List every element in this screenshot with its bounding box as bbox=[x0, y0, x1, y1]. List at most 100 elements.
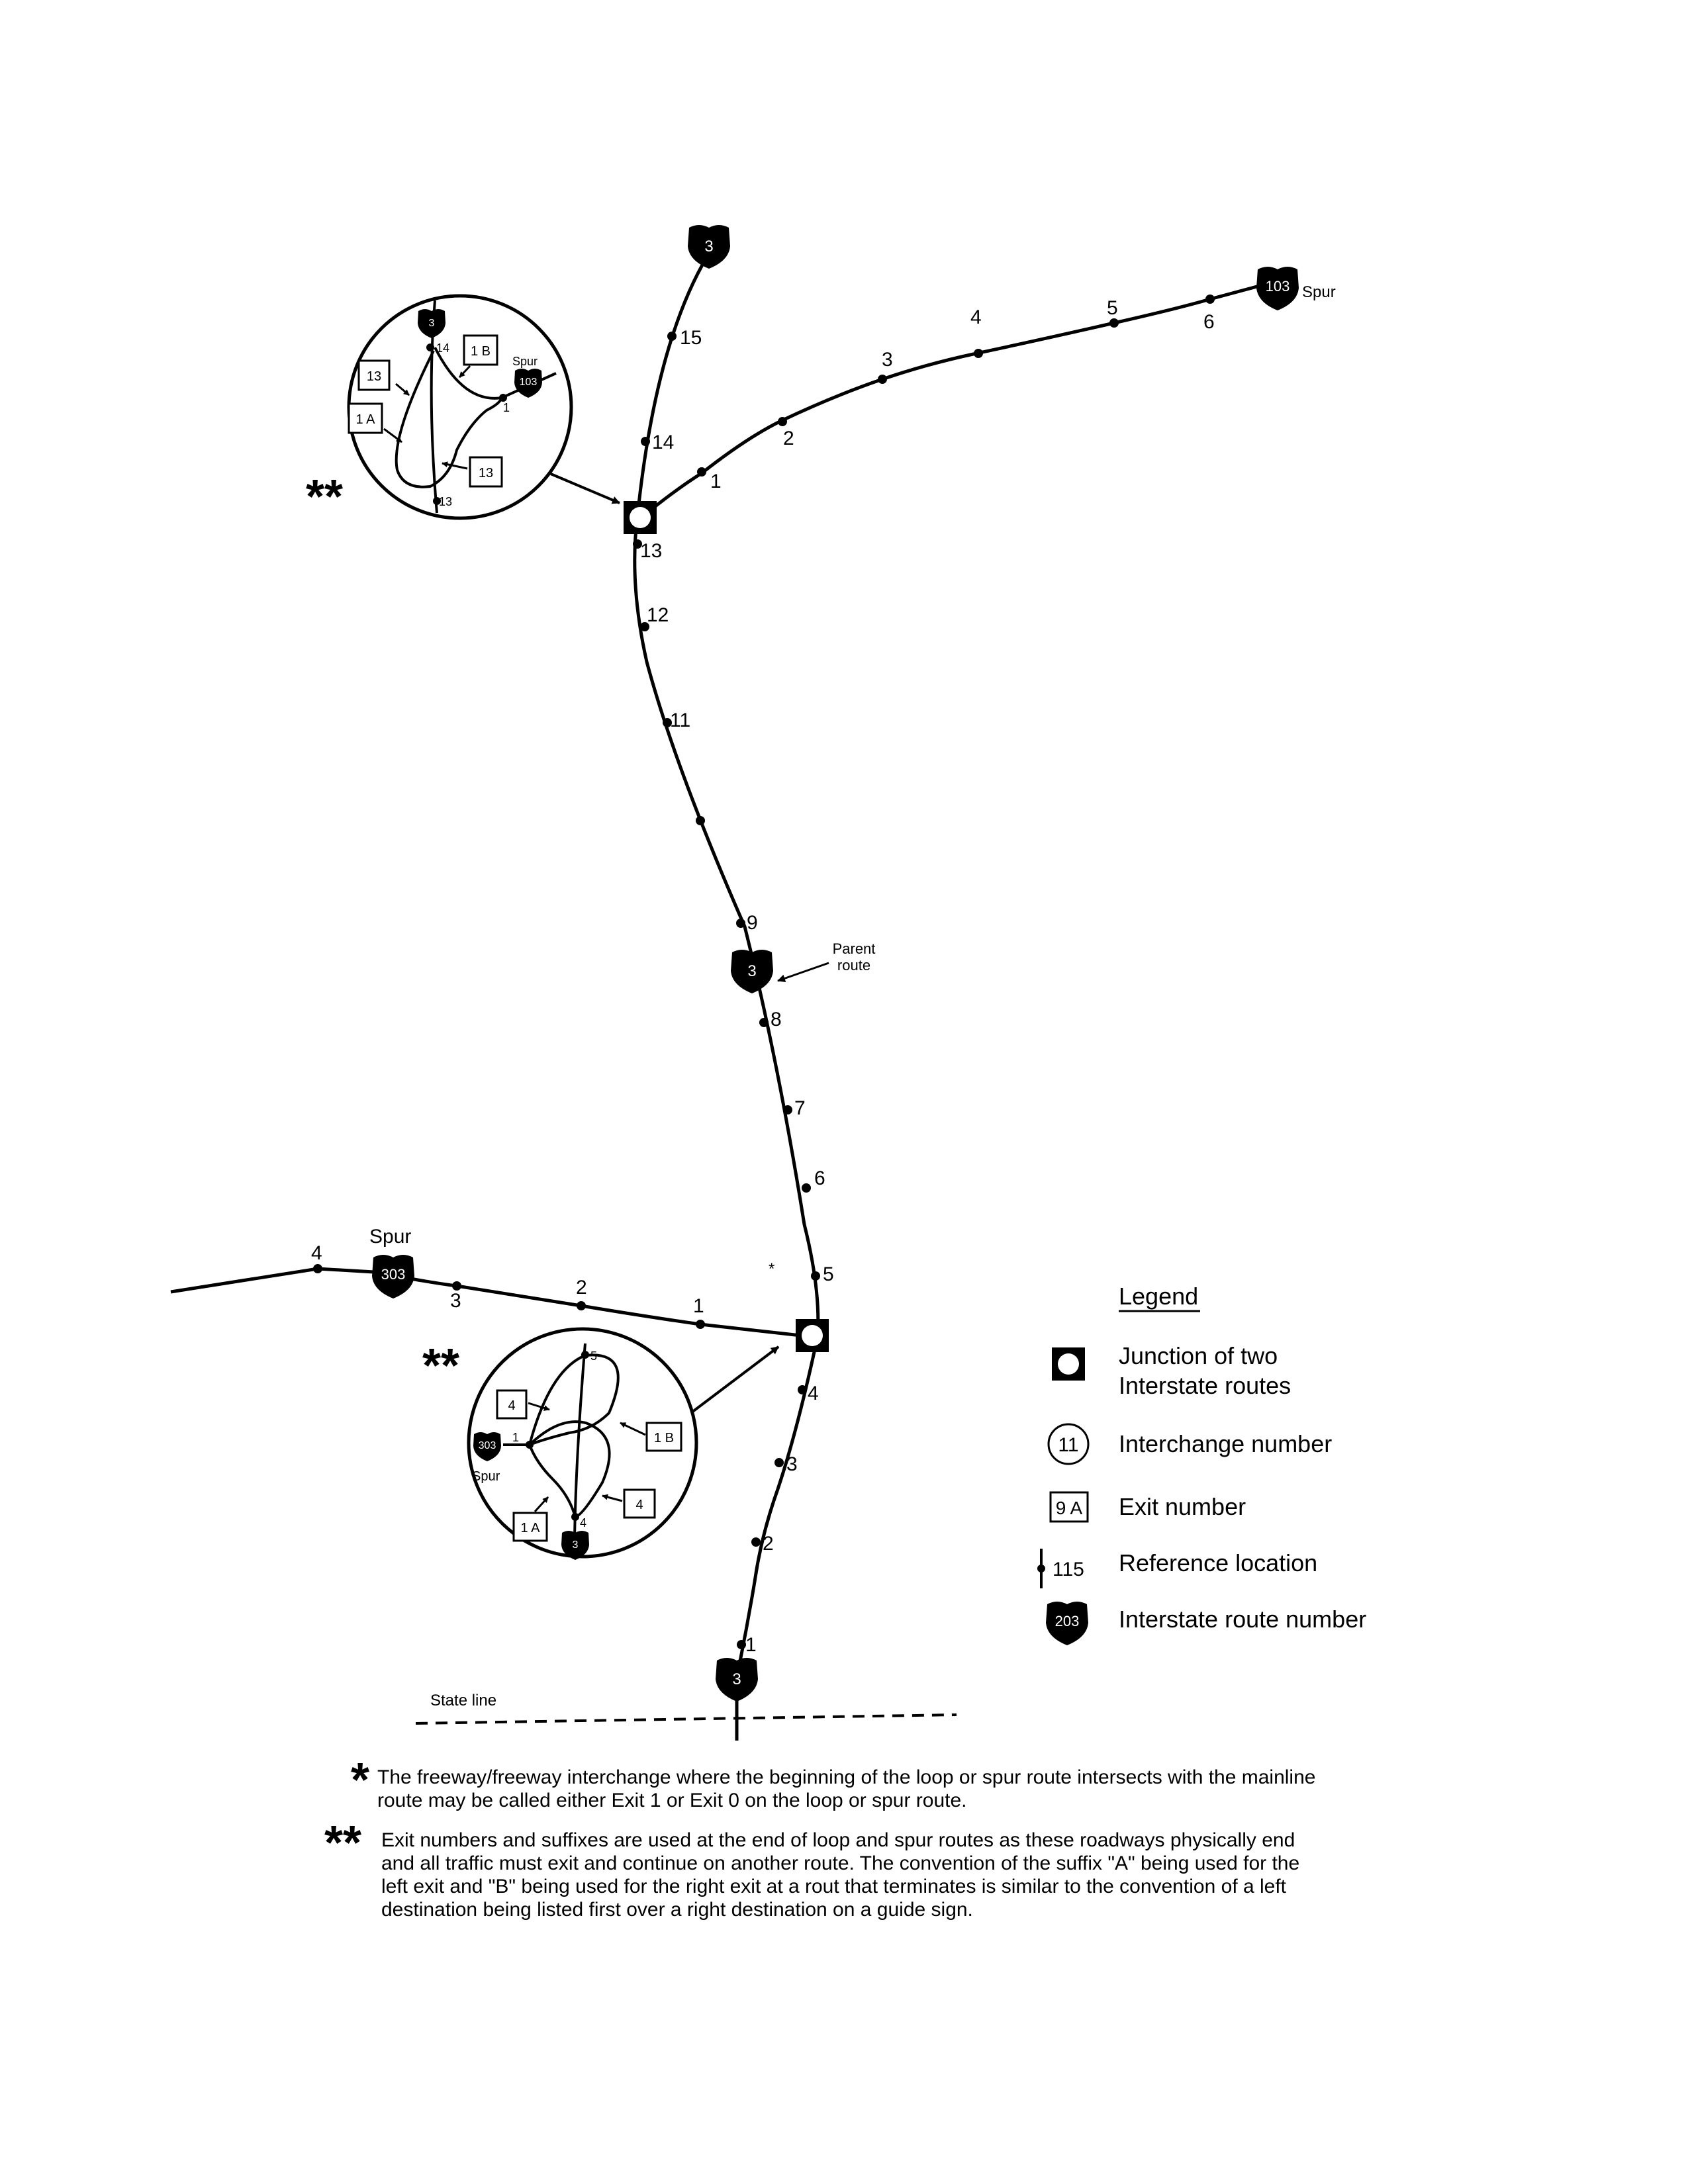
mainline-ref-12: 12 bbox=[647, 604, 669, 626]
svg-text:4: 4 bbox=[508, 1398, 515, 1413]
spur-103-label: Spur bbox=[1302, 283, 1336, 301]
upper-inset-shield-103-icon: 103 bbox=[514, 369, 542, 398]
svg-text:1 B: 1 B bbox=[654, 1431, 674, 1445]
footnote-2-marker: ** bbox=[324, 1817, 362, 1870]
mainline-ref-1: 1 bbox=[745, 1634, 757, 1656]
legend-interchange-icon: 11 bbox=[1047, 1423, 1090, 1465]
mainline-ref-15: 15 bbox=[680, 327, 702, 349]
lower-inset-exit-1b: 1 B bbox=[620, 1422, 682, 1452]
svg-text:3: 3 bbox=[732, 1670, 741, 1688]
svg-text:103: 103 bbox=[1266, 278, 1290, 295]
shield-3-north-icon: 3 bbox=[688, 225, 730, 269]
mainline-ref-13: 13 bbox=[640, 540, 662, 562]
mainline-numbers: 15 14 13 12 11 9 8 7 6 5 4 3 2 1 bbox=[640, 327, 834, 1656]
spur-103-numbers: 1 2 3 4 5 6 bbox=[710, 297, 1215, 492]
mainline-ref-7: 7 bbox=[794, 1097, 806, 1119]
junction-upper-icon bbox=[624, 501, 657, 534]
spur103-ref-5: 5 bbox=[1107, 297, 1118, 319]
mainline-north-segment bbox=[633, 255, 820, 1338]
spur-103-route bbox=[637, 283, 1265, 521]
spur103-ref-1: 1 bbox=[710, 471, 722, 492]
shield-3-parent-icon: 3 bbox=[731, 950, 773, 993]
state-line bbox=[415, 1713, 957, 1725]
legend-exit-icon: 9 A bbox=[1049, 1491, 1089, 1523]
spur103-ref-3: 3 bbox=[882, 349, 893, 371]
legend: Legend Junction of two Interstate routes… bbox=[1037, 1283, 1366, 1645]
svg-text:203: 203 bbox=[1055, 1613, 1080, 1629]
parent-route-arrow bbox=[777, 962, 829, 983]
shield-303-icon: 303 bbox=[372, 1255, 414, 1298]
svg-text:13: 13 bbox=[479, 466, 493, 480]
lower-inset-shield-3-icon: 3 bbox=[561, 1531, 589, 1560]
upper-inset-exit-13-top: 13 bbox=[357, 359, 410, 396]
spur303-ref-1: 1 bbox=[693, 1295, 704, 1317]
state-line-label: State line bbox=[430, 1692, 496, 1709]
mainline-ref-14: 14 bbox=[652, 432, 674, 453]
svg-text:115: 115 bbox=[1053, 1559, 1084, 1580]
mainline-ref-4: 4 bbox=[808, 1383, 819, 1404]
legend-exit-label: Exit number bbox=[1119, 1493, 1246, 1520]
parent-route-caption-line2: route bbox=[837, 957, 870, 974]
legend-reference-label: Reference location bbox=[1119, 1549, 1317, 1576]
mainline-ref-6: 6 bbox=[814, 1167, 825, 1189]
lower-inset-shield-303-icon: 303 bbox=[473, 1432, 501, 1461]
lower-inset-ref-1: 1 bbox=[512, 1431, 519, 1444]
svg-text:11: 11 bbox=[1058, 1434, 1078, 1456]
lower-interchange-inset: 303 3 Spur 5 1 4 4 1 B 1 A 4 bbox=[467, 1327, 780, 1560]
reference-location-dots bbox=[313, 295, 1215, 1649]
spur303-ref-2: 2 bbox=[576, 1277, 587, 1298]
legend-shield-label: Interstate route number bbox=[1119, 1606, 1366, 1633]
footnote-2-text: Exit numbers and suffixes are used at th… bbox=[381, 1829, 1300, 1921]
svg-text:3: 3 bbox=[573, 1539, 579, 1551]
upper-inset-exit-13-bottom: 13 bbox=[442, 456, 503, 488]
svg-text:4: 4 bbox=[635, 1498, 643, 1512]
lower-inset-exit-1a: 1 A bbox=[512, 1496, 549, 1542]
svg-text:103: 103 bbox=[520, 377, 538, 388]
lower-inset-exit-4-bottom: 4 bbox=[602, 1488, 656, 1519]
spur-303-route bbox=[170, 1267, 814, 1339]
upper-inset-spur-label: Spur bbox=[512, 355, 538, 368]
mainline-ref-5: 5 bbox=[823, 1263, 834, 1285]
legend-junction-label-line1: Junction of two bbox=[1119, 1342, 1278, 1369]
svg-text:303: 303 bbox=[479, 1440, 496, 1451]
svg-text:9 A: 9 A bbox=[1056, 1498, 1083, 1518]
mainline-ref-8: 8 bbox=[771, 1009, 782, 1030]
spur103-ref-4: 4 bbox=[970, 306, 982, 328]
mainline-ref-11: 11 bbox=[670, 709, 690, 731]
spur103-ref-2: 2 bbox=[783, 428, 794, 449]
lower-inset-spur-label: Spur bbox=[472, 1469, 500, 1484]
svg-text:3: 3 bbox=[747, 962, 756, 980]
svg-text:1 A: 1 A bbox=[521, 1521, 541, 1535]
upper-inset-shield-3-icon: 3 bbox=[418, 309, 445, 338]
upper-inset-double-star: ** bbox=[306, 471, 343, 523]
parent-route-caption-line1: Parent bbox=[833, 940, 876, 957]
svg-text:1 B: 1 B bbox=[471, 344, 491, 359]
legend-title: Legend bbox=[1119, 1283, 1198, 1310]
footnote-1-marker: * bbox=[351, 1754, 370, 1807]
mainline-south-segment bbox=[738, 1336, 820, 1662]
legend-interchange-label: Interchange number bbox=[1119, 1430, 1332, 1457]
mainline-ref-9: 9 bbox=[747, 912, 758, 934]
shield-103-icon: 103 bbox=[1256, 267, 1299, 310]
spur303-ref-3: 3 bbox=[450, 1290, 461, 1312]
lower-inset-double-star: ** bbox=[422, 1340, 459, 1392]
mainline-ref-2: 2 bbox=[763, 1533, 774, 1555]
upper-inset-exit-1a: 1 A bbox=[348, 402, 402, 443]
upper-inset-ref-13: 13 bbox=[439, 495, 452, 508]
upper-inset-ref-14: 14 bbox=[436, 341, 449, 355]
footnote-1-text: The freeway/freeway interchange where th… bbox=[377, 1766, 1316, 1811]
upper-interchange-inset: 3 103 Spur 14 1 13 13 1 B 1 A 13 bbox=[347, 294, 620, 520]
upper-inset-exit-1b: 1 B bbox=[458, 334, 498, 379]
legend-reference-icon: 115 bbox=[1037, 1549, 1084, 1588]
spur-303-label: Spur bbox=[369, 1226, 411, 1248]
svg-text:303: 303 bbox=[381, 1266, 406, 1283]
svg-text:3: 3 bbox=[704, 238, 713, 255]
spur-303-numbers: 4 3 2 1 bbox=[311, 1242, 704, 1317]
spur303-ref-4: 4 bbox=[311, 1242, 322, 1264]
legend-junction-label-line2: Interstate routes bbox=[1119, 1372, 1291, 1399]
legend-shield-icon: 203 bbox=[1046, 1602, 1088, 1645]
junction-lower-icon bbox=[796, 1319, 829, 1352]
lower-inset-exit-4-top: 4 bbox=[496, 1389, 550, 1420]
lower-inset-ref-5: 5 bbox=[590, 1349, 597, 1363]
